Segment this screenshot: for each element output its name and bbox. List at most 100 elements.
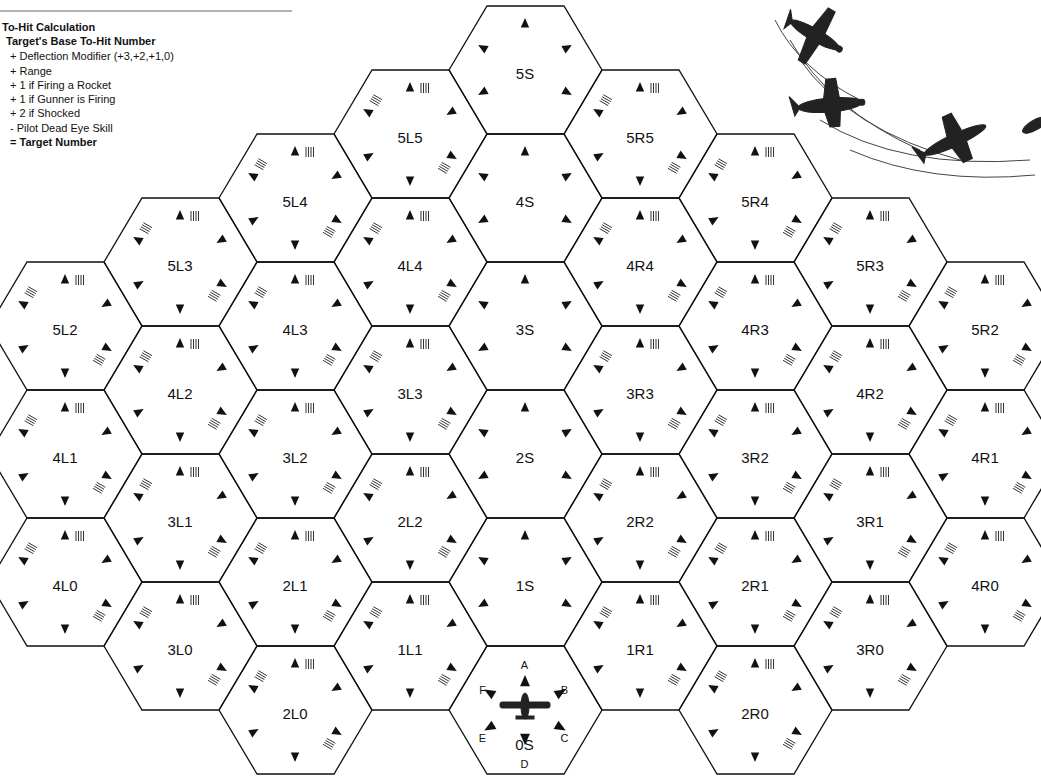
- hex-label: 2L0: [282, 705, 307, 722]
- planes-illustration: [771, 0, 1041, 180]
- edge-letter: B: [561, 684, 568, 696]
- hex-label: 3R1: [856, 513, 884, 530]
- hex-label: 3L0: [167, 641, 192, 658]
- range-hex: 3R1: [794, 454, 947, 582]
- hex-label: 1L1: [397, 641, 422, 658]
- range-hex: 3L1: [104, 454, 257, 582]
- edge-letter: E: [479, 732, 486, 744]
- hex-label: 3S: [516, 321, 534, 338]
- range-hex: 2S: [449, 390, 602, 518]
- hex-label: 3R3: [626, 385, 654, 402]
- hatching: [25, 83, 1026, 749]
- hex-label: 5R5: [626, 129, 654, 146]
- range-hex: 5L3: [104, 198, 257, 326]
- hex-label: 4R0: [971, 577, 999, 594]
- formula-line: + 2 if Shocked: [10, 107, 80, 120]
- hex-label: 3L2: [282, 449, 307, 466]
- range-hex: 4R3: [679, 262, 832, 390]
- range-hex: 4R4: [564, 198, 717, 326]
- hex-label: 4L2: [167, 385, 192, 402]
- arrow-marks: [18, 18, 1032, 762]
- hex-label: 5R4: [741, 193, 769, 210]
- range-hex: 1L1: [334, 582, 487, 710]
- range-hex: 5L5: [334, 70, 487, 198]
- range-hex: 3R3: [564, 326, 717, 454]
- formula-line: Target's Base To-Hit Number: [6, 35, 156, 48]
- hex-label: 4R2: [856, 385, 884, 402]
- formula-line: + 1 if Firing a Rocket: [10, 79, 111, 92]
- hex-label: 2R1: [741, 577, 769, 594]
- range-hex: 5S: [449, 6, 602, 134]
- range-hex: 5R4: [679, 134, 832, 262]
- hex-label: 2S: [516, 449, 534, 466]
- range-hex: 5R5: [564, 70, 717, 198]
- range-hex: 3L3: [334, 326, 487, 454]
- range-hex: 2R0: [679, 646, 832, 774]
- range-hex: 2L0: [219, 646, 372, 774]
- hex-label: 4L0: [52, 577, 77, 594]
- hex-label: 4S: [516, 193, 534, 210]
- panel-title: To-Hit Calculation: [2, 21, 95, 34]
- formula-line: + Deflection Modifier (+3,+2,+1,0): [10, 50, 174, 63]
- hex-label: 0S: [515, 736, 533, 753]
- range-hex: 4L1: [0, 390, 142, 518]
- hex-label: 5L4: [282, 193, 307, 210]
- formula-line: + 1 if Gunner is Firing: [10, 93, 115, 106]
- hex-label: 3L1: [167, 513, 192, 530]
- hex-label: 4R4: [626, 257, 654, 274]
- hex-label: 1S: [516, 577, 534, 594]
- range-hex: 0S A B C D E F: [449, 646, 602, 774]
- hex-label: 3L3: [397, 385, 422, 402]
- hex-label: 2R0: [741, 705, 769, 722]
- range-hex: 2L2: [334, 454, 487, 582]
- hex-label: 5L5: [397, 129, 422, 146]
- rule-line: [0, 10, 292, 12]
- range-hex: 4R0: [909, 518, 1041, 646]
- range-hex: 2L1: [219, 518, 372, 646]
- range-hex: 4L0: [0, 518, 142, 646]
- hex-label: 3R0: [856, 641, 884, 658]
- range-hex: 5L4: [219, 134, 372, 262]
- range-hex: 3S: [449, 262, 602, 390]
- range-hex: 3R0: [794, 582, 947, 710]
- range-hex: 3L2: [219, 390, 372, 518]
- hex-label: 3R2: [741, 449, 769, 466]
- range-hex: 2R1: [679, 518, 832, 646]
- hex-label: 4R3: [741, 321, 769, 338]
- range-hex: 5R2: [909, 262, 1041, 390]
- range-hex: 4L3: [219, 262, 372, 390]
- formula-line: = Target Number: [10, 136, 97, 149]
- formula-line: - Pilot Dead Eye Skill: [10, 122, 113, 135]
- hex-label: 5S: [516, 65, 534, 82]
- hex-label: 5R2: [971, 321, 999, 338]
- range-hex: 4S: [449, 134, 602, 262]
- range-hex: 5L2: [0, 262, 142, 390]
- range-hex: 2R2: [564, 454, 717, 582]
- hex-label: 5L3: [167, 257, 192, 274]
- edge-letter: F: [479, 684, 486, 696]
- range-hex: 1R1: [564, 582, 717, 710]
- formula-line: + Range: [10, 65, 52, 78]
- hex-label: 4L3: [282, 321, 307, 338]
- range-hex: 4R1: [909, 390, 1041, 518]
- target-plane: [500, 693, 550, 719]
- range-hex: 4L2: [104, 326, 257, 454]
- hex-label: 2L2: [397, 513, 422, 530]
- edge-letter: A: [521, 659, 528, 671]
- range-hex: 5R3: [794, 198, 947, 326]
- edge-letter: C: [561, 732, 569, 744]
- range-hex: 3L0: [104, 582, 257, 710]
- hex-label: 2L1: [282, 577, 307, 594]
- hex-label: 4L4: [397, 257, 422, 274]
- hex-label: 4R1: [971, 449, 999, 466]
- range-hex: 1S: [449, 518, 602, 646]
- range-hex: 4R2: [794, 326, 947, 454]
- hex-label: 1R1: [626, 641, 654, 658]
- hex-label: 5R3: [856, 257, 884, 274]
- range-hex: 3R2: [679, 390, 832, 518]
- range-hex: 4L4: [334, 198, 487, 326]
- edge-letter: D: [521, 758, 529, 770]
- hex-label: 4L1: [52, 449, 77, 466]
